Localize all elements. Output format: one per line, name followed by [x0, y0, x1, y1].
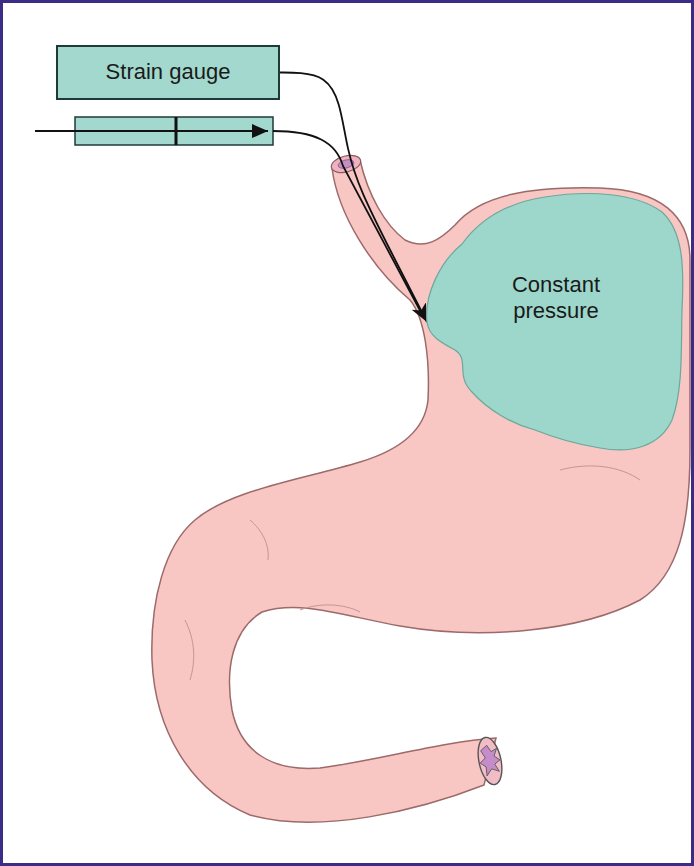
instrument-box: Strain gauge [56, 45, 280, 100]
stomach-fold [185, 620, 194, 680]
pressure-line [280, 73, 427, 323]
stomach-fold [300, 605, 360, 612]
stomach-fold [560, 466, 640, 480]
syringe-arrow [35, 130, 268, 132]
syringe-barrel [75, 117, 273, 145]
stomach-wall [152, 160, 690, 822]
syringe-plunger-mark [175, 117, 178, 145]
balloon-outline [427, 194, 683, 450]
pylorus-opening [474, 735, 505, 787]
esophagus-opening [330, 153, 363, 176]
node-label: Constant pressure [491, 272, 621, 325]
inflation-tube [273, 131, 424, 318]
balloon-region: Constant pressure [425, 188, 687, 456]
stomach-fold [250, 520, 268, 560]
node-label: Strain gauge [106, 59, 231, 85]
